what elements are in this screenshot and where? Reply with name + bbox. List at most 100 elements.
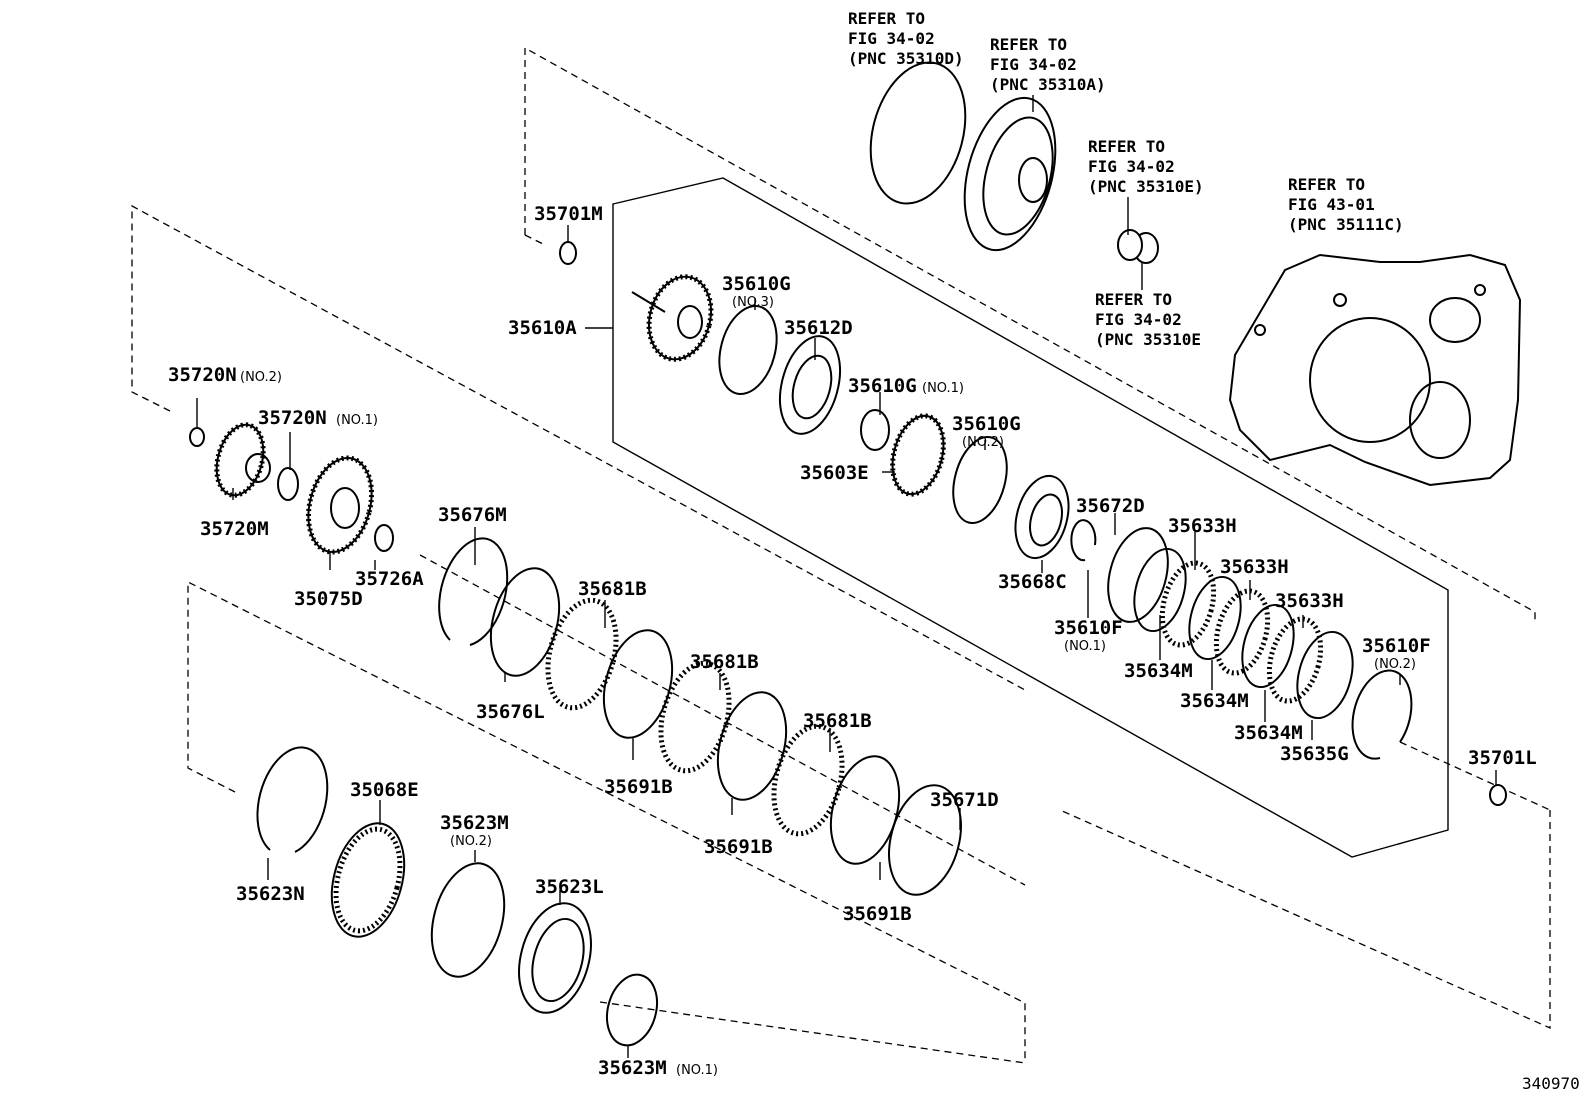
label-35068E: 35068E — [350, 779, 419, 801]
ref-35310E-top: REFER TO FIG 34-02 (PNC 35310E) — [1088, 137, 1204, 196]
ref-35111C: REFER TO FIG 43-01 (PNC 35111C) — [1288, 175, 1404, 234]
label-35612D: 35612D — [784, 317, 853, 339]
part-35610F-no1 — [1070, 519, 1097, 562]
oil-pump-assembly — [963, 96, 1057, 252]
part-35068E — [330, 822, 406, 938]
ref-line: FIG 34-02 — [1095, 310, 1182, 329]
label-35635G: 35635G — [1280, 743, 1349, 765]
label-35634M-b: 35634M — [1180, 690, 1249, 712]
label-35633H-b: 35633H — [1220, 556, 1289, 578]
qualifier-35610F-no1: (NO.1) — [1064, 639, 1106, 654]
label-35633H-a: 35633H — [1168, 515, 1237, 537]
qualifier-35610G-no3: (NO.3) — [732, 295, 774, 310]
label-35676L: 35676L — [476, 701, 545, 723]
part-35610A-drum — [631, 274, 714, 362]
label-35610A: 35610A — [508, 317, 577, 339]
part-35672D — [1107, 527, 1169, 623]
part-35671D — [888, 784, 962, 896]
qualifier-35720N-no2: (NO.2) — [240, 370, 282, 385]
label-35623L: 35623L — [535, 876, 604, 898]
label-35671D: 35671D — [930, 789, 999, 811]
label-35610G-no2: 35610G — [952, 413, 1021, 435]
ref-35310E-bottom: REFER TO FIG 34-02 (PNC 35310E — [1095, 290, 1201, 349]
part-35720N-no1 — [277, 467, 299, 501]
assembly-boundary-lower — [187, 580, 1026, 1064]
part-35623M-no2 — [430, 862, 506, 978]
part-35691B-b — [716, 691, 788, 801]
label-35623M-no1: 35623M — [598, 1057, 667, 1079]
label-35681B-a: 35681B — [578, 578, 647, 600]
ref-line: (PNC 35310D) — [848, 49, 964, 68]
part-35610G-no2 — [952, 436, 1008, 524]
ref-line: REFER TO — [1288, 175, 1365, 194]
label-35720N-no2: 35720N — [168, 364, 237, 386]
label-35726A: 35726A — [355, 568, 424, 590]
qualifier-35610G-no1: (NO.1) — [922, 381, 964, 396]
part-35681B-b — [658, 660, 732, 774]
qualifier-35610G-no2: (NO.2) — [962, 435, 1004, 450]
part-35610F-no2 — [1351, 669, 1413, 760]
assembly-boundary-upper — [524, 46, 1551, 1030]
ref-line: REFER TO — [848, 9, 925, 28]
ref-line: FIG 34-02 — [990, 55, 1077, 74]
label-35691B-a: 35691B — [604, 776, 673, 798]
label-35634M-a: 35634M — [1124, 660, 1193, 682]
label-35668C: 35668C — [998, 571, 1067, 593]
ref-line: REFER TO — [990, 35, 1067, 54]
assembly-boundary-left — [131, 204, 1026, 886]
label-35681B-c: 35681B — [803, 710, 872, 732]
part-35681B-a — [545, 597, 619, 711]
part-35701M — [559, 241, 577, 265]
part-35676M — [438, 537, 509, 646]
part-35668C — [1014, 474, 1070, 560]
figure-number: 340970 — [1522, 1074, 1580, 1093]
bushing — [1117, 229, 1159, 264]
label-35603E: 35603E — [800, 462, 869, 484]
part-35676L — [489, 567, 561, 677]
label-35623M-no2: 35623M — [440, 812, 509, 834]
label-35701L: 35701L — [1468, 747, 1537, 769]
label-35691B-b: 35691B — [704, 836, 773, 858]
part-35720N-no2 — [189, 427, 205, 447]
ref-line: (PNC 35310E — [1095, 330, 1201, 349]
part-35726A — [374, 524, 394, 552]
part-35623L — [518, 902, 592, 1014]
ref-35310D: REFER TO FIG 34-02 (PNC 35310D) — [848, 9, 964, 68]
label-35672D: 35672D — [1076, 495, 1145, 517]
label-35691B-c: 35691B — [843, 903, 912, 925]
label-35720N-no1: 35720N — [258, 407, 327, 429]
part-35610G-no1 — [860, 409, 890, 451]
label-35075D: 35075D — [294, 588, 363, 610]
ref-line: REFER TO — [1088, 137, 1165, 156]
ref-line: (PNC 35310E) — [1088, 177, 1204, 196]
label-35610G-no3: 35610G — [722, 273, 791, 295]
part-35603E — [890, 413, 946, 497]
ref-line: (PNC 35310A) — [990, 75, 1106, 94]
leader-lines — [196, 95, 1497, 1058]
label-35634M-c: 35634M — [1234, 722, 1303, 744]
label-35610G-no1: 35610G — [848, 375, 917, 397]
part-35610G-no3 — [718, 304, 778, 396]
qualifier-35720N-no1: (NO.1) — [336, 413, 378, 428]
label-35720M: 35720M — [200, 518, 269, 540]
clutch-pack-b — [1133, 547, 1354, 720]
qualifier-35610F-no2: (NO.2) — [1374, 657, 1416, 672]
part-35612D — [779, 335, 841, 435]
part-35691B-a — [602, 629, 674, 739]
label-35676M: 35676M — [438, 504, 507, 526]
transmission-case — [1228, 253, 1522, 487]
label-35681B-b: 35681B — [690, 651, 759, 673]
qualifier-35623M-no1: (NO.1) — [676, 1063, 718, 1078]
label-35623N: 35623N — [236, 883, 305, 905]
ref-line: (PNC 35111C) — [1288, 215, 1404, 234]
part-35681B-c — [771, 723, 845, 837]
part-35623M-no1 — [606, 973, 658, 1047]
part-35623N — [256, 746, 329, 853]
part-35701L — [1489, 784, 1507, 806]
ref-35310A: REFER TO FIG 34-02 (PNC 35310A) — [990, 35, 1106, 94]
part-35075D-gear — [305, 455, 375, 555]
part-35720M-planetary — [214, 422, 271, 498]
label-35610F-no2: 35610F — [1362, 635, 1431, 657]
label-35633H-c: 35633H — [1275, 590, 1344, 612]
